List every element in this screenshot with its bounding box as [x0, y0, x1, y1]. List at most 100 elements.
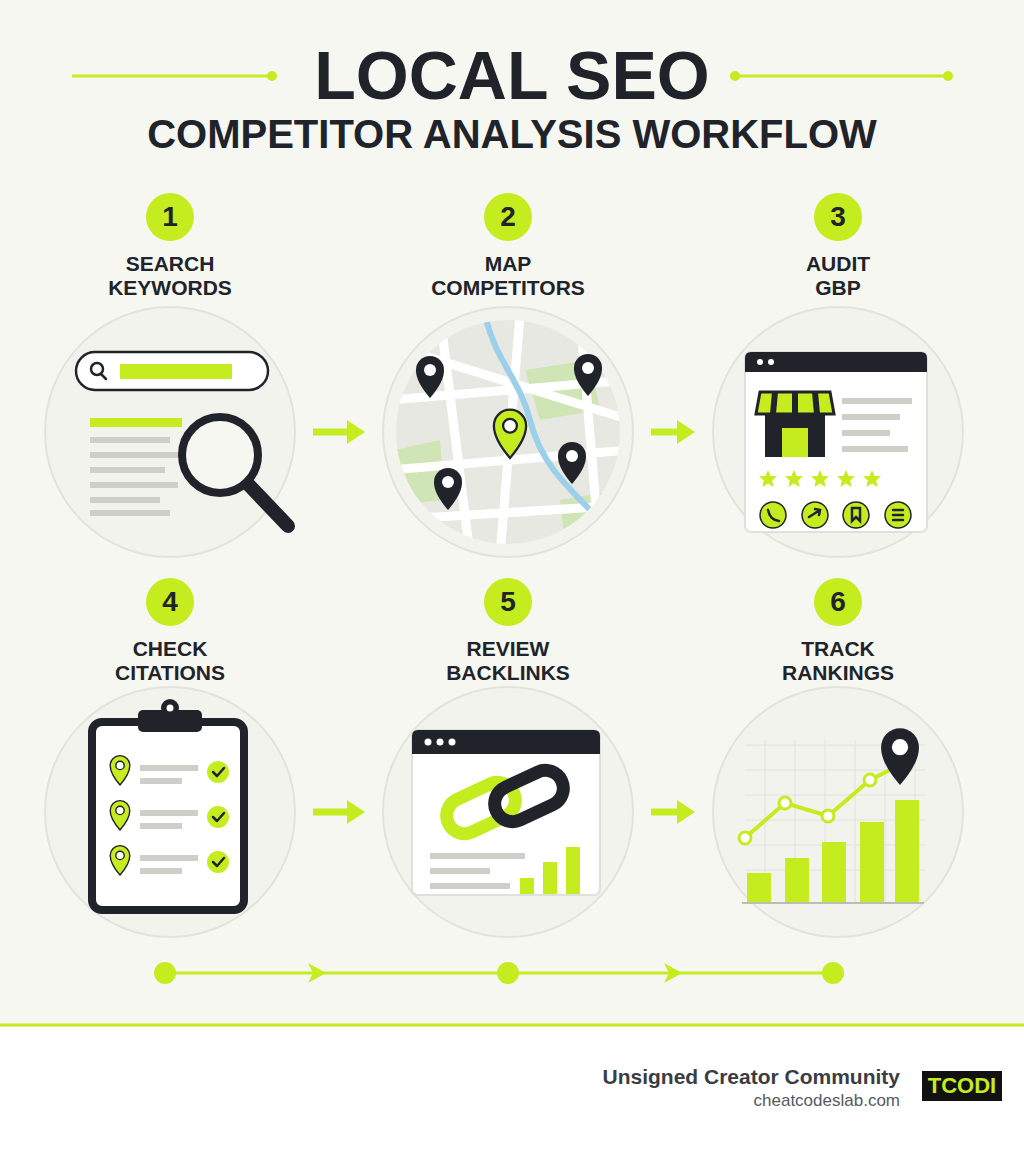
citations-icon [140, 778, 182, 784]
citations-icon [207, 806, 229, 828]
step-heading: AUDIT GBP [788, 252, 888, 300]
flow-arrow [651, 809, 681, 816]
search-icon [90, 497, 160, 503]
flow-arrow [313, 429, 351, 436]
backlinks-icon [412, 730, 600, 895]
rankings-icon [855, 740, 856, 903]
map-pins [434, 468, 462, 510]
step-circles [713, 307, 963, 557]
rankings-icon [745, 765, 900, 838]
flow-arrow [313, 800, 365, 824]
rankings-icon [785, 858, 809, 903]
rankings-icon [739, 774, 876, 844]
citations-icon [92, 699, 244, 910]
footer [0, 1024, 1024, 1027]
business-profile-icon [759, 470, 881, 487]
business-profile-icon [745, 352, 927, 532]
step-number: 5 [484, 578, 532, 626]
flow-arrow [677, 420, 695, 444]
citations-icon [110, 846, 130, 875]
map-icon [440, 315, 470, 555]
step-heading: SEARCH KEYWORDS [83, 252, 258, 300]
step-node: 6TRACK RANKINGS [708, 578, 968, 937]
citations-icon [140, 765, 198, 874]
citations-icon [167, 705, 174, 712]
step-node: 3AUDIT GBP [708, 193, 968, 557]
business-profile-icon [756, 392, 834, 414]
business-profile-icon [760, 502, 786, 528]
citations-icon [140, 868, 182, 874]
business-profile-icon [768, 510, 779, 521]
rankings-icon [881, 728, 919, 785]
step-circles [45, 307, 295, 557]
business-profile-icon [815, 392, 817, 414]
citations-icon [161, 699, 179, 717]
map-pins [494, 410, 526, 458]
step-illustration-area [713, 307, 963, 557]
timeline [822, 962, 844, 984]
citations-icon [92, 722, 244, 910]
backlinks-icon [425, 739, 432, 746]
rankings-icon [885, 740, 886, 903]
title-rules [267, 71, 277, 81]
business-profile-icon [745, 352, 927, 532]
business-profile-icon [809, 509, 820, 517]
rankings-icon [822, 810, 834, 822]
citations-icon [110, 756, 130, 785]
business-profile-icon [785, 470, 803, 487]
map-icon [390, 505, 630, 520]
step-heading: TRACK RANKINGS [751, 637, 926, 685]
business-profile-icon [757, 359, 763, 365]
footer-url: cheatcodeslab.com [754, 1090, 900, 1112]
business-profile-icon [773, 392, 775, 414]
citations-icon [140, 765, 198, 771]
step-number: 2 [484, 193, 532, 241]
business-profile-icon [802, 502, 828, 528]
rankings-icon [747, 873, 771, 903]
search-icon [76, 352, 288, 526]
map-pins [574, 354, 602, 396]
citations-icon [207, 761, 229, 873]
rankings-icon [895, 800, 919, 903]
citations-icon [110, 801, 130, 830]
flow-arrow [651, 420, 695, 444]
search-icon [248, 484, 288, 526]
rankings-icon [739, 728, 925, 903]
citations-icon [110, 756, 130, 785]
step-number: 4 [146, 578, 194, 626]
backlinks-icon [412, 730, 600, 754]
title-rules [735, 75, 948, 78]
rankings-icon [745, 795, 925, 796]
business-profile-icon [842, 430, 890, 436]
step-heading: REVIEW BACKLINKS [421, 637, 596, 685]
timeline [154, 962, 176, 984]
citations-icon [207, 851, 229, 873]
step-node: 1SEARCH KEYWORDS [40, 193, 300, 557]
step-node: 2MAP COMPETITORS [378, 193, 638, 557]
flow-arrow [677, 800, 695, 824]
map-pins [494, 410, 526, 458]
business-profile-icon [863, 470, 881, 487]
business-profile-icon [852, 508, 860, 521]
business-profile-icon [885, 502, 911, 528]
step-heading: CHECK CITATIONS [83, 637, 258, 685]
backlinks-icon [520, 878, 534, 894]
flow-arrow [313, 809, 351, 816]
footer [0, 1027, 1024, 1154]
step-circles [45, 307, 963, 937]
step-illustration-area [383, 687, 633, 937]
backlinks-icon [430, 853, 525, 859]
backlinks-icon [430, 868, 490, 874]
citations-icon [110, 801, 130, 830]
map-pins [416, 354, 602, 510]
timeline [497, 962, 519, 984]
flow-arrow [313, 420, 365, 444]
citations-icon [213, 768, 224, 776]
business-profile-icon [893, 510, 903, 520]
business-profile-icon [792, 392, 798, 414]
map-icon [390, 315, 640, 555]
citations-icon [207, 761, 229, 783]
business-profile-icon [765, 412, 825, 457]
step-illustration-area [45, 307, 295, 557]
map-icon [395, 440, 445, 505]
